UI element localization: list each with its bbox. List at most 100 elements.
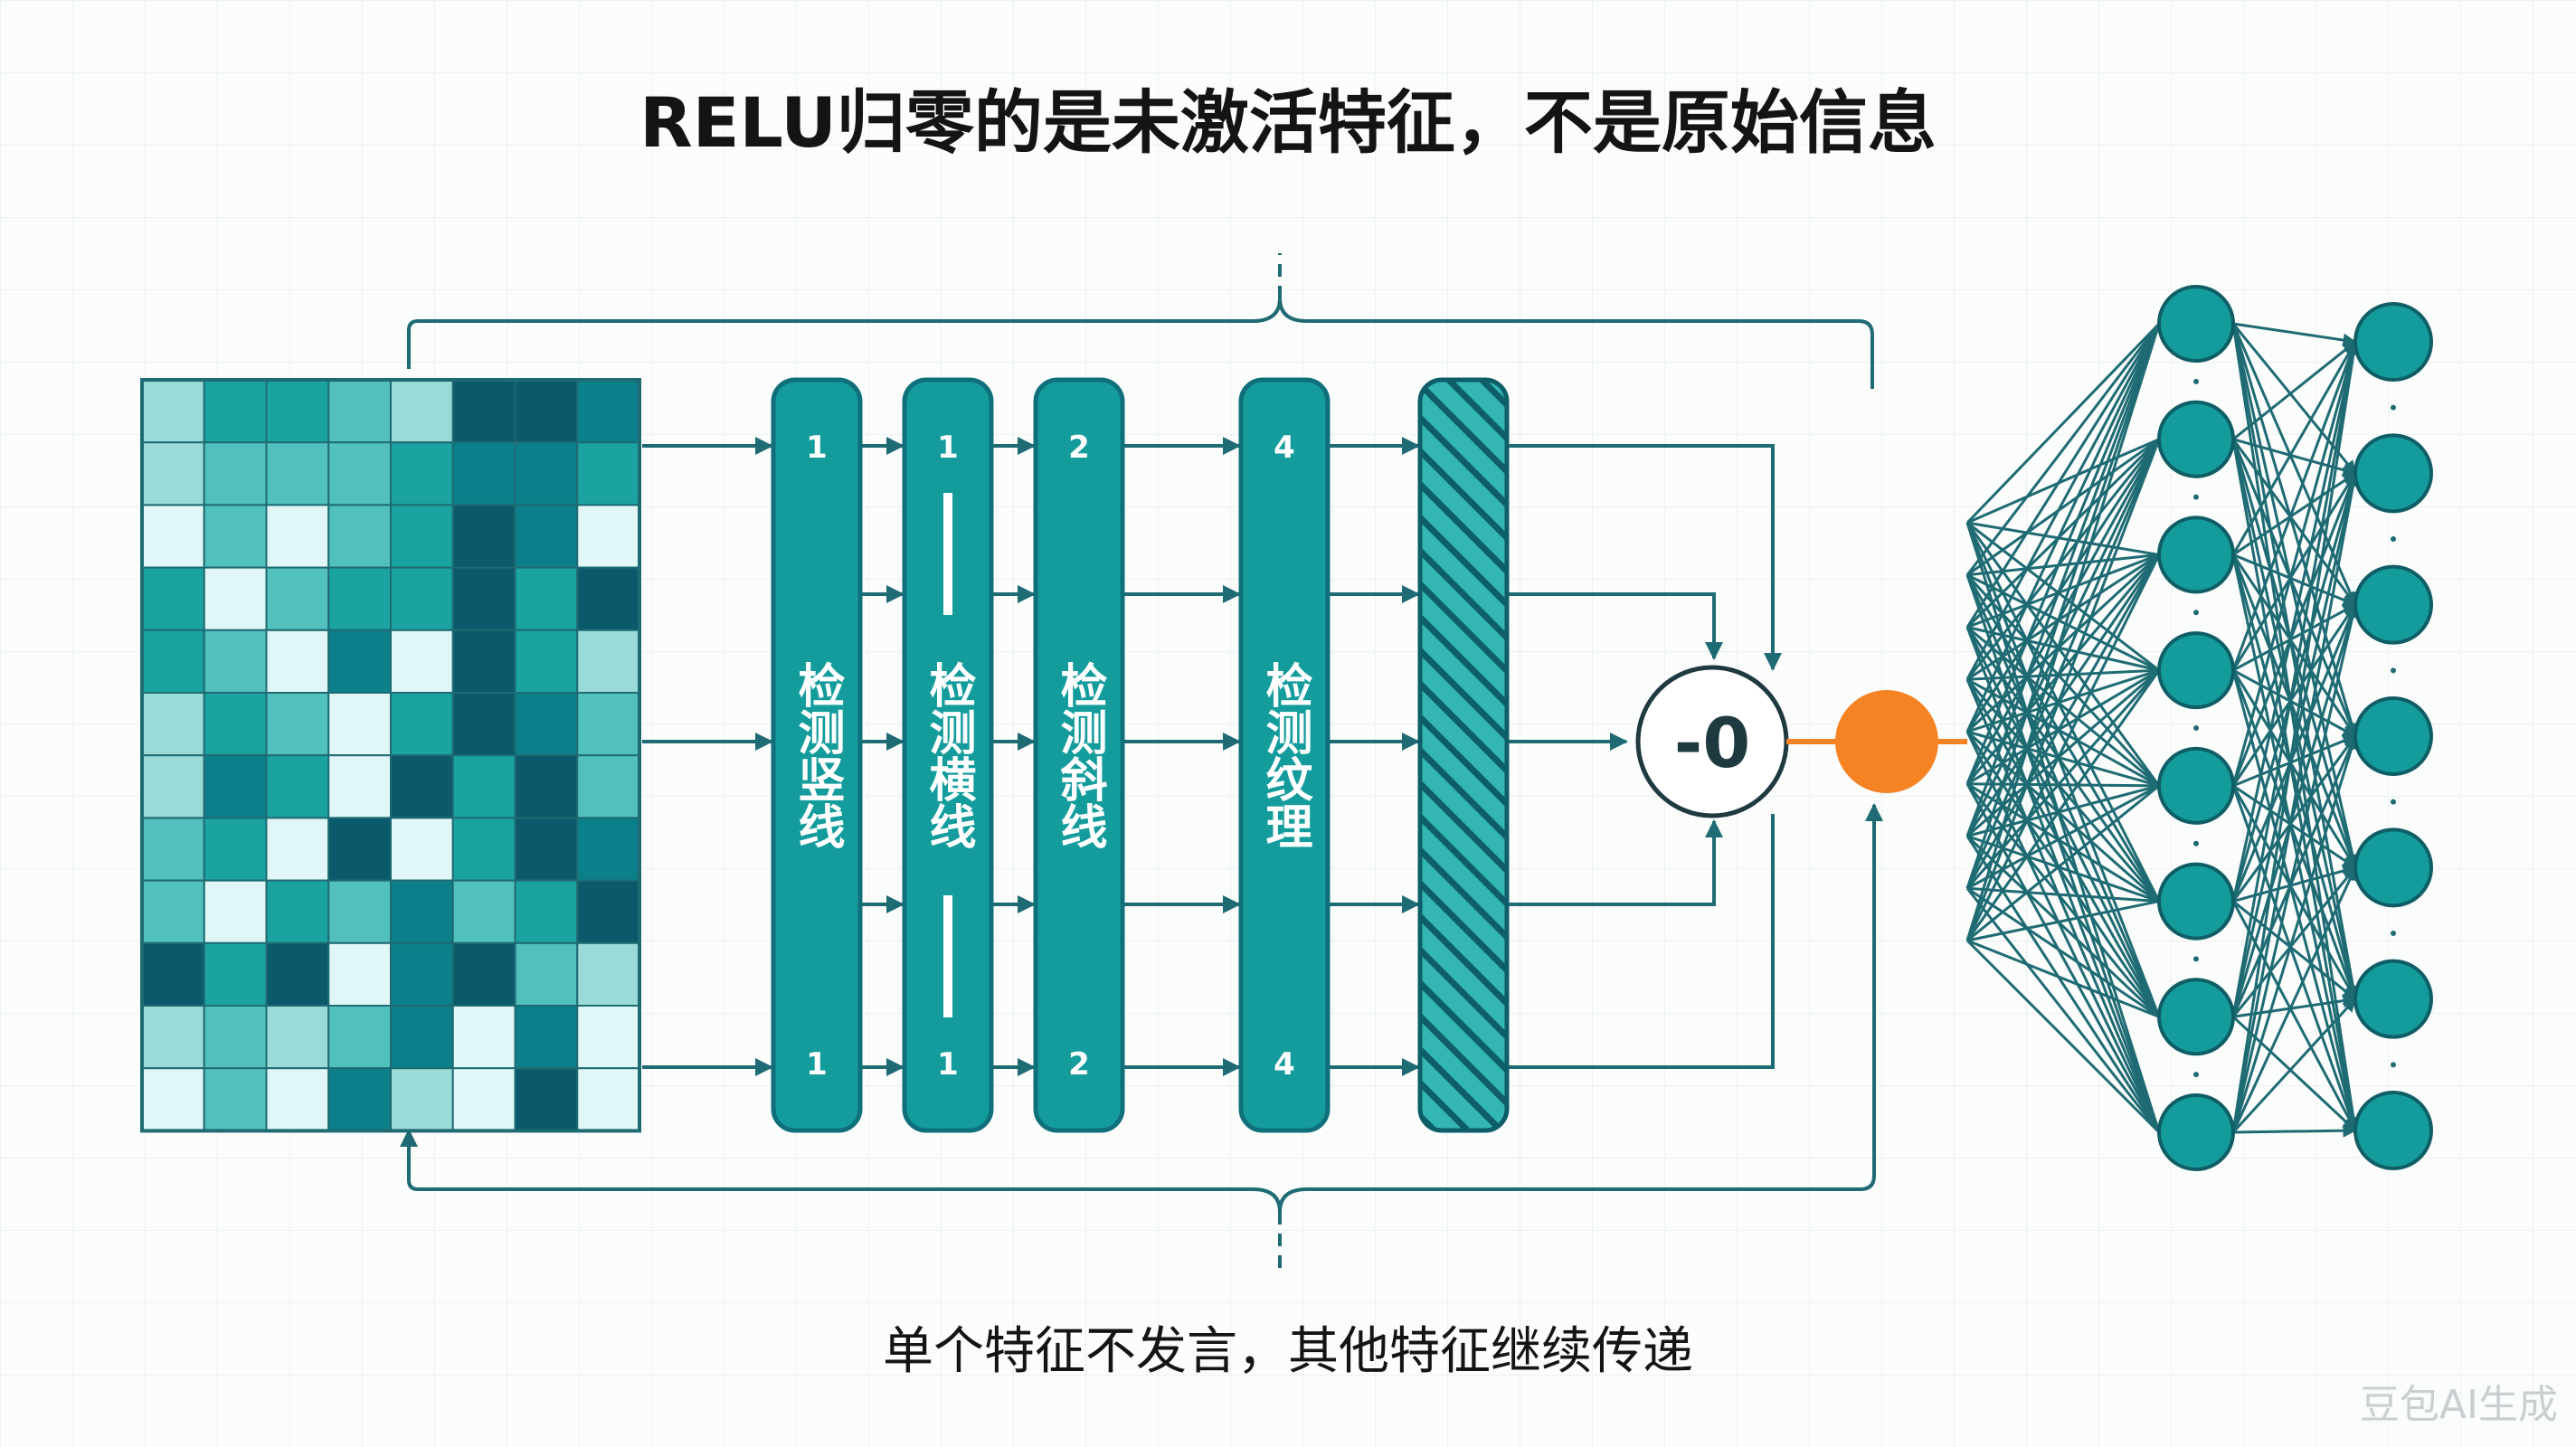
grid-cell — [203, 817, 268, 882]
network-edge — [1966, 730, 2160, 788]
network-edge — [1966, 668, 2160, 681]
network-edge — [2231, 669, 2358, 1001]
network-edge — [1965, 322, 2161, 525]
network-edge — [1965, 669, 2161, 941]
network-edge — [2231, 439, 2361, 1132]
network-edge — [1965, 574, 2161, 1133]
network-edge — [1966, 677, 2160, 788]
network-edge — [2231, 900, 2357, 1132]
network-edge — [1966, 626, 2160, 672]
grid-cell — [327, 692, 392, 757]
ellipsis-dot — [2193, 725, 2199, 731]
network-edge — [1966, 553, 2160, 577]
detector-top-value: 4 — [1274, 430, 1295, 466]
network-edge — [1966, 573, 2160, 672]
grid-cell — [451, 441, 516, 506]
grid-cell — [390, 754, 454, 819]
network-edge — [1965, 522, 2161, 1133]
network-node — [2157, 400, 2235, 478]
network-edge — [2232, 864, 2357, 903]
network-edge — [1966, 939, 2160, 1018]
network-edge — [2231, 1016, 2357, 1132]
network-edge — [1966, 669, 2160, 837]
network-edge — [1966, 521, 2160, 672]
network-edge — [1965, 835, 2161, 1133]
grid-cell — [141, 941, 205, 1007]
watermark: 豆包AI生成 — [2360, 1382, 2558, 1428]
network-edge — [1966, 900, 2160, 942]
network-edge — [2231, 471, 2360, 1133]
network-edge — [1966, 553, 2160, 629]
ellipsis-dot — [2193, 610, 2199, 616]
network-edge — [1966, 730, 2160, 903]
network-edge — [2231, 340, 2357, 556]
grid-cell — [327, 754, 392, 819]
grid-cell — [514, 629, 579, 694]
network-edge — [2231, 553, 2357, 738]
grid-cell — [514, 817, 579, 882]
network-node — [2157, 862, 2235, 941]
network-edge — [1966, 784, 2160, 837]
grid-cell — [203, 879, 268, 944]
grid-cell — [514, 1005, 579, 1070]
grid-cell — [265, 629, 330, 694]
grid-cell — [451, 566, 516, 631]
network-edge — [1965, 626, 2161, 903]
grid-cell — [451, 817, 516, 882]
grid-cell — [514, 692, 579, 757]
network-edge — [2231, 323, 2360, 1001]
grid-cell — [576, 629, 640, 694]
detector-column-horizontal: 1 1 检测横线 — [902, 377, 994, 1133]
grid-cell — [390, 441, 454, 506]
network-edge — [1965, 439, 2161, 889]
network-edge — [2231, 340, 2360, 902]
network-node — [2353, 828, 2433, 908]
network-edge — [2231, 340, 2358, 671]
network-edge — [2231, 998, 2357, 1134]
grid-cell — [203, 692, 268, 757]
network-edge — [2231, 785, 2357, 1000]
grid-cell — [390, 817, 454, 882]
network-node — [2353, 1091, 2433, 1170]
grid-cell — [203, 441, 268, 506]
network-edge — [1965, 323, 2161, 941]
grid-cell — [265, 941, 330, 1007]
grid-cell — [514, 754, 579, 819]
network-edge — [1965, 553, 2161, 733]
network-edge — [1965, 573, 2161, 787]
grid-cell — [576, 692, 640, 757]
network-edge — [2231, 734, 2359, 1133]
detector-label: 检测纹理 — [1257, 661, 1312, 849]
grid-cell — [327, 941, 392, 1007]
network-node — [2353, 959, 2433, 1039]
network-edge — [1965, 626, 2161, 1133]
grid-cell — [203, 504, 268, 569]
grid-cell — [203, 754, 268, 819]
grid-cell — [390, 504, 454, 569]
network-edge — [2231, 669, 2359, 1132]
grid-cell — [327, 817, 392, 882]
network-edge — [1966, 668, 2160, 733]
grid-cell — [265, 504, 330, 569]
network-edge — [2231, 554, 2359, 1001]
ellipsis-dot — [2391, 1062, 2396, 1068]
network-edge — [1966, 438, 2160, 576]
grid-cell — [141, 566, 205, 631]
bottom-bracket — [407, 814, 1876, 1271]
network-edge — [1965, 438, 2161, 629]
input-feature-grid — [140, 378, 641, 1133]
network-edge — [2232, 734, 2357, 788]
network-edge — [2231, 471, 2359, 902]
grid-cell — [203, 1067, 268, 1132]
horizontal-stroke-mark — [943, 493, 952, 615]
network-edge — [2231, 603, 2359, 1017]
detector-top-value: 2 — [1068, 430, 1090, 466]
grid-cell — [327, 1005, 392, 1070]
grid-cell — [390, 379, 454, 444]
grid-cell — [203, 379, 268, 444]
network-edge — [1965, 323, 2161, 576]
network-edge — [1965, 731, 2161, 1018]
grid-cell — [141, 1067, 205, 1132]
network-edge — [1965, 553, 2161, 785]
